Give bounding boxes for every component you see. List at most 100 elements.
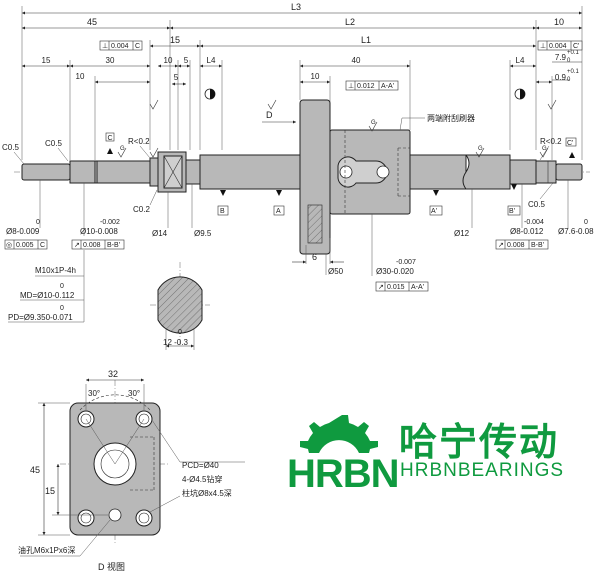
- radius-r02-left: R<0.2: [128, 137, 150, 146]
- datum-c-prime: C': [567, 140, 573, 147]
- svg-text:↗: ↗: [74, 242, 80, 249]
- flange-angle-left: 30°: [88, 389, 100, 398]
- dim-15-top: 15: [170, 35, 180, 45]
- dia-12: Ø12: [454, 229, 470, 238]
- chamfer-c05-right: C0.5: [528, 200, 545, 209]
- svg-text:0.005: 0.005: [16, 242, 34, 249]
- ball-nut: [299, 99, 411, 255]
- svg-text:0.012: 0.012: [357, 83, 375, 90]
- svg-text:0.008: 0.008: [507, 242, 525, 249]
- radius-r02-right: R<0.2: [540, 137, 562, 146]
- svg-text:↗: ↗: [378, 284, 384, 291]
- direction-label-d: D: [266, 110, 273, 120]
- datum-b-prime: B': [509, 208, 515, 215]
- dimension-lines: [21, 6, 583, 160]
- svg-text:-0.007: -0.007: [396, 259, 416, 266]
- dim-40: 40: [352, 56, 361, 65]
- svg-text:0: 0: [178, 329, 182, 336]
- thread-md: MD=Ø10-0.112: [20, 291, 75, 300]
- svg-text:-0.002: -0.002: [100, 219, 120, 226]
- tolerance-frame-2: ⊥ 0.004 C': [537, 40, 583, 51]
- chamfer-c02: C0.2: [133, 205, 150, 214]
- thread-notes: M10x1P-4h 0 MD=Ø10-0.112 0 PD=Ø9.350-0.0…: [8, 250, 85, 323]
- dim-45: 45: [87, 17, 97, 27]
- tol-0-9-lo: 0: [567, 77, 571, 83]
- surface-g-1: G: [120, 146, 125, 152]
- svg-text:⊥: ⊥: [102, 43, 108, 50]
- svg-text:0.004: 0.004: [549, 43, 567, 50]
- tol-7-9-up: +0.1: [567, 50, 580, 56]
- dim-6: 6: [312, 252, 317, 262]
- tol-7-9: 7.9: [555, 53, 567, 62]
- svg-text:C: C: [135, 43, 140, 50]
- flange-view-label: D 视图: [98, 561, 125, 572]
- brand-chinese-name: 哈宁传动: [399, 420, 560, 464]
- dia-7-6: Ø7.6-0.08: [558, 227, 594, 236]
- svg-text:0.015: 0.015: [387, 284, 405, 291]
- thread-pd: PD=Ø9.350-0.071: [8, 313, 73, 322]
- flange-32: 32: [108, 369, 118, 379]
- view-direction-arrow: D: [262, 110, 296, 124]
- tolerance-frame-5: ↗ 0.008 B-B': [71, 239, 125, 250]
- dim-10-left: 10: [76, 72, 85, 81]
- surface-g-2: G: [371, 120, 376, 126]
- dia-10: Ø10-0.008: [80, 227, 118, 236]
- svg-text:0.004: 0.004: [111, 43, 129, 50]
- wiper-note-label: 两端附刮刷器: [427, 113, 475, 123]
- dim-L4-right: L4: [516, 56, 525, 65]
- dim-L2: L2: [345, 17, 355, 27]
- gear-icon: HRBN: [287, 415, 397, 493]
- dia-8-right: Ø8-0.012: [510, 227, 544, 236]
- tol-0-9-up: +0.1: [567, 69, 580, 75]
- dia-9-5: Ø9.5: [194, 229, 212, 238]
- dim-5-b: 5: [174, 73, 179, 82]
- dia-30: Ø30-0.020: [376, 267, 414, 276]
- flange-45: 45: [30, 465, 40, 475]
- dim-10-right: 10: [554, 17, 564, 27]
- svg-text:⊥: ⊥: [348, 83, 354, 90]
- tolerance-frame-4: ◎ 0.005 C: [4, 239, 48, 250]
- tol-7-9-lo: 0: [567, 58, 571, 64]
- half-circle-symbols: [204, 88, 526, 100]
- dim-5-a: 5: [184, 56, 189, 65]
- svg-text:◎: ◎: [6, 242, 12, 249]
- datum-c: C: [108, 135, 113, 142]
- tolerance-frame-1: ⊥ 0.004 C: [99, 40, 143, 51]
- svg-text:C: C: [40, 242, 45, 249]
- datum-a: A: [276, 208, 281, 215]
- dim-30: 30: [106, 56, 115, 65]
- dia-8-left: Ø8-0.009: [6, 227, 40, 236]
- flat-width: 12 -0.3: [163, 338, 188, 347]
- dimension-labels: L3 45 L2 10 15 L1 15 30 10 10 5 5 L4 40 …: [42, 2, 580, 83]
- svg-text:B-B': B-B': [107, 242, 120, 249]
- surface-g-4: G: [542, 146, 547, 152]
- tolerance-frame-3: ⊥ 0.012 A-A': [345, 80, 399, 91]
- dim-L3: L3: [291, 2, 301, 12]
- svg-text:A-A': A-A': [381, 83, 394, 90]
- brand-english-name: HRBNBEARINGS: [400, 460, 565, 481]
- datum-a-prime: A': [431, 208, 437, 215]
- chamfer-c05-left: C0.5: [2, 143, 19, 152]
- chamfer-callouts: C0.5 C0.5 R<0.2 C0.2 R<0.2 C0.5: [2, 137, 562, 214]
- surface-g-3: G: [478, 146, 483, 152]
- svg-text:⊥: ⊥: [540, 43, 546, 50]
- svg-text:↗: ↗: [498, 242, 504, 249]
- flange-counterbore: 柱坑Ø8x4.5深: [182, 488, 232, 498]
- tolerance-frame-6: ↗ 0.015 A-A': [375, 281, 429, 292]
- shaft-section-view: 0 12 -0.3: [150, 262, 210, 350]
- screw-shaft: [14, 151, 590, 193]
- datum-b: B: [220, 208, 225, 215]
- diameter-callouts: 0 Ø8-0.009 -0.002 Ø10-0.008 Ø14 Ø9.5 Ø12…: [6, 180, 594, 276]
- dia-50: Ø50: [328, 267, 344, 276]
- dim-10-nut: 10: [311, 72, 320, 81]
- dim-10-mid: 10: [164, 56, 173, 65]
- dim-L1: L1: [361, 35, 371, 45]
- brand-mark-text: HRBN: [287, 452, 397, 493]
- dim-L4-left: L4: [207, 56, 216, 65]
- svg-text:0: 0: [584, 219, 588, 226]
- svg-text:0: 0: [36, 219, 40, 226]
- svg-text:0: 0: [60, 283, 64, 290]
- svg-text:C': C': [573, 43, 579, 50]
- flange-angle-right: 30°: [128, 389, 140, 398]
